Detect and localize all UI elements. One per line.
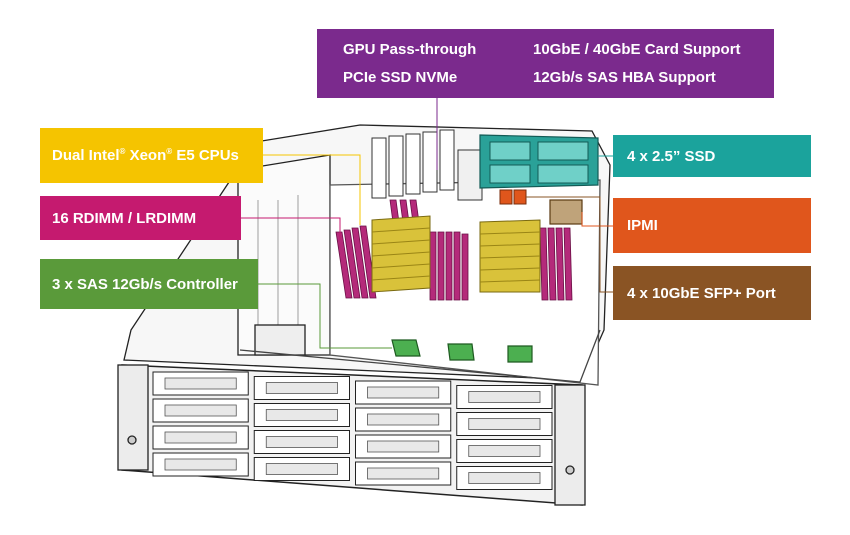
drive-bay-handle [468,445,541,457]
ssd-callout: 4 x 2.5” SSD [613,135,811,177]
drive-bay-handle [265,436,338,448]
drive-bay-handle [265,409,338,421]
dimm-slots [335,199,573,301]
drive-bay-handle [265,463,338,475]
heatsink-fins [371,227,541,283]
cpu-label: Dual Intel® Xeon® E5 CPUs [52,147,239,164]
drive-bay-handle [468,472,541,484]
drive-bays [152,371,553,490]
nic-card-support-label: 10GbE / 40GbE Card Support [533,40,741,58]
leader-ipmi [581,212,613,227]
ssd-cage [479,134,599,189]
pcie-slots [371,129,483,201]
leader-dimm [241,217,341,240]
sfp-label: 4 x 10GbE SFP+ Port [627,284,776,302]
gpu-pass-through-label: GPU Pass-through [343,40,477,58]
dimm-callout: 16 RDIMM / LRDIMM [40,196,241,240]
ssd-label: 4 x 2.5” SSD [627,147,716,165]
cpu-label-part3: E5 CPUs [172,147,239,164]
leader-lines [241,98,613,349]
cpu-label-part1: Dual Intel [52,147,120,164]
ipmi-chip [549,199,583,225]
sas-controller-label: 3 x SAS 12Gb/s Controller [52,275,238,293]
drive-bay-handle [367,413,440,426]
registered-mark: ® [119,147,126,156]
leader-sfp [526,196,613,293]
drive-bay-handle [164,404,237,417]
sas-hba-label: 12Gb/s SAS HBA Support [533,69,716,87]
drive-bay-handle [367,440,440,453]
leader-cpu [263,154,361,225]
drive-bay-handle [164,377,237,390]
cpu-label-part2: Xeon [125,147,167,164]
sas-controller-callout: 3 x SAS 12Gb/s Controller [40,259,258,309]
drive-bay-handle [468,418,541,430]
drive-bay-handle [164,458,237,471]
dimm-label: 16 RDIMM / LRDIMM [52,209,197,227]
ipmi-label: IPMI [627,217,658,234]
sfp-callout: 4 x 10GbE SFP+ Port [613,266,811,320]
sas-chips [391,339,533,363]
drive-bay-handle [164,431,237,444]
registered-mark: ® [166,147,173,156]
drive-bay-handle [367,467,440,480]
cpu-callout: Dual Intel® Xeon® E5 CPUs [40,128,263,183]
leader-sas [258,283,392,349]
drive-bay-handle [367,386,440,399]
sfp-connectors [499,189,527,205]
pcie-features-callout: GPU Pass-through 10GbE / 40GbE Card Supp… [317,29,774,98]
drive-bay-handle [468,391,541,403]
ipmi-callout: IPMI [613,198,811,253]
pcie-nvme-label: PCIe SSD NVMe [343,69,458,87]
drive-bay-handle [265,382,338,394]
